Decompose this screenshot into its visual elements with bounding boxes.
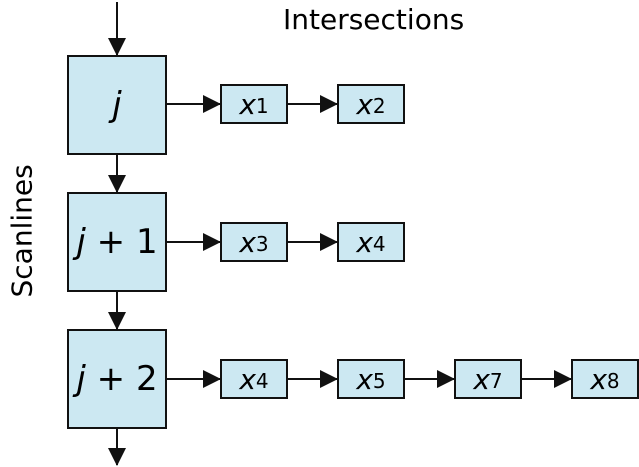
scanline-suffix: + 2 <box>85 359 158 399</box>
node-var: x <box>239 362 256 396</box>
node-subscript: 4 <box>255 369 269 393</box>
node-subscript: 2 <box>372 94 386 118</box>
node-subscript: 1 <box>255 94 269 118</box>
scanline-box-j-plus-1: j + 1 <box>67 192 167 292</box>
scanline-var: j <box>112 85 122 125</box>
scanline-box-j: j <box>67 55 167 155</box>
scanline-suffix: + 1 <box>85 222 158 262</box>
scanline-box-j-plus-2: j + 2 <box>67 329 167 429</box>
node-var: x <box>239 225 256 259</box>
node-var: x <box>590 362 607 396</box>
node-subscript: 5 <box>372 369 386 393</box>
node-var: x <box>356 225 373 259</box>
node-var: x <box>356 87 373 121</box>
node-subscript: 4 <box>372 232 386 256</box>
scanlines-axis-label: Scanlines <box>5 164 39 298</box>
node-subscript: 7 <box>489 369 503 393</box>
node-subscript: 3 <box>255 232 269 256</box>
node-var: x <box>473 362 490 396</box>
scanline-var: j <box>76 222 86 262</box>
node-var: x <box>239 87 256 121</box>
scanline-var: j <box>76 359 86 399</box>
intersections-title: Intersections <box>283 3 465 36</box>
node-subscript: 8 <box>606 369 620 393</box>
node-var: x <box>356 362 373 396</box>
